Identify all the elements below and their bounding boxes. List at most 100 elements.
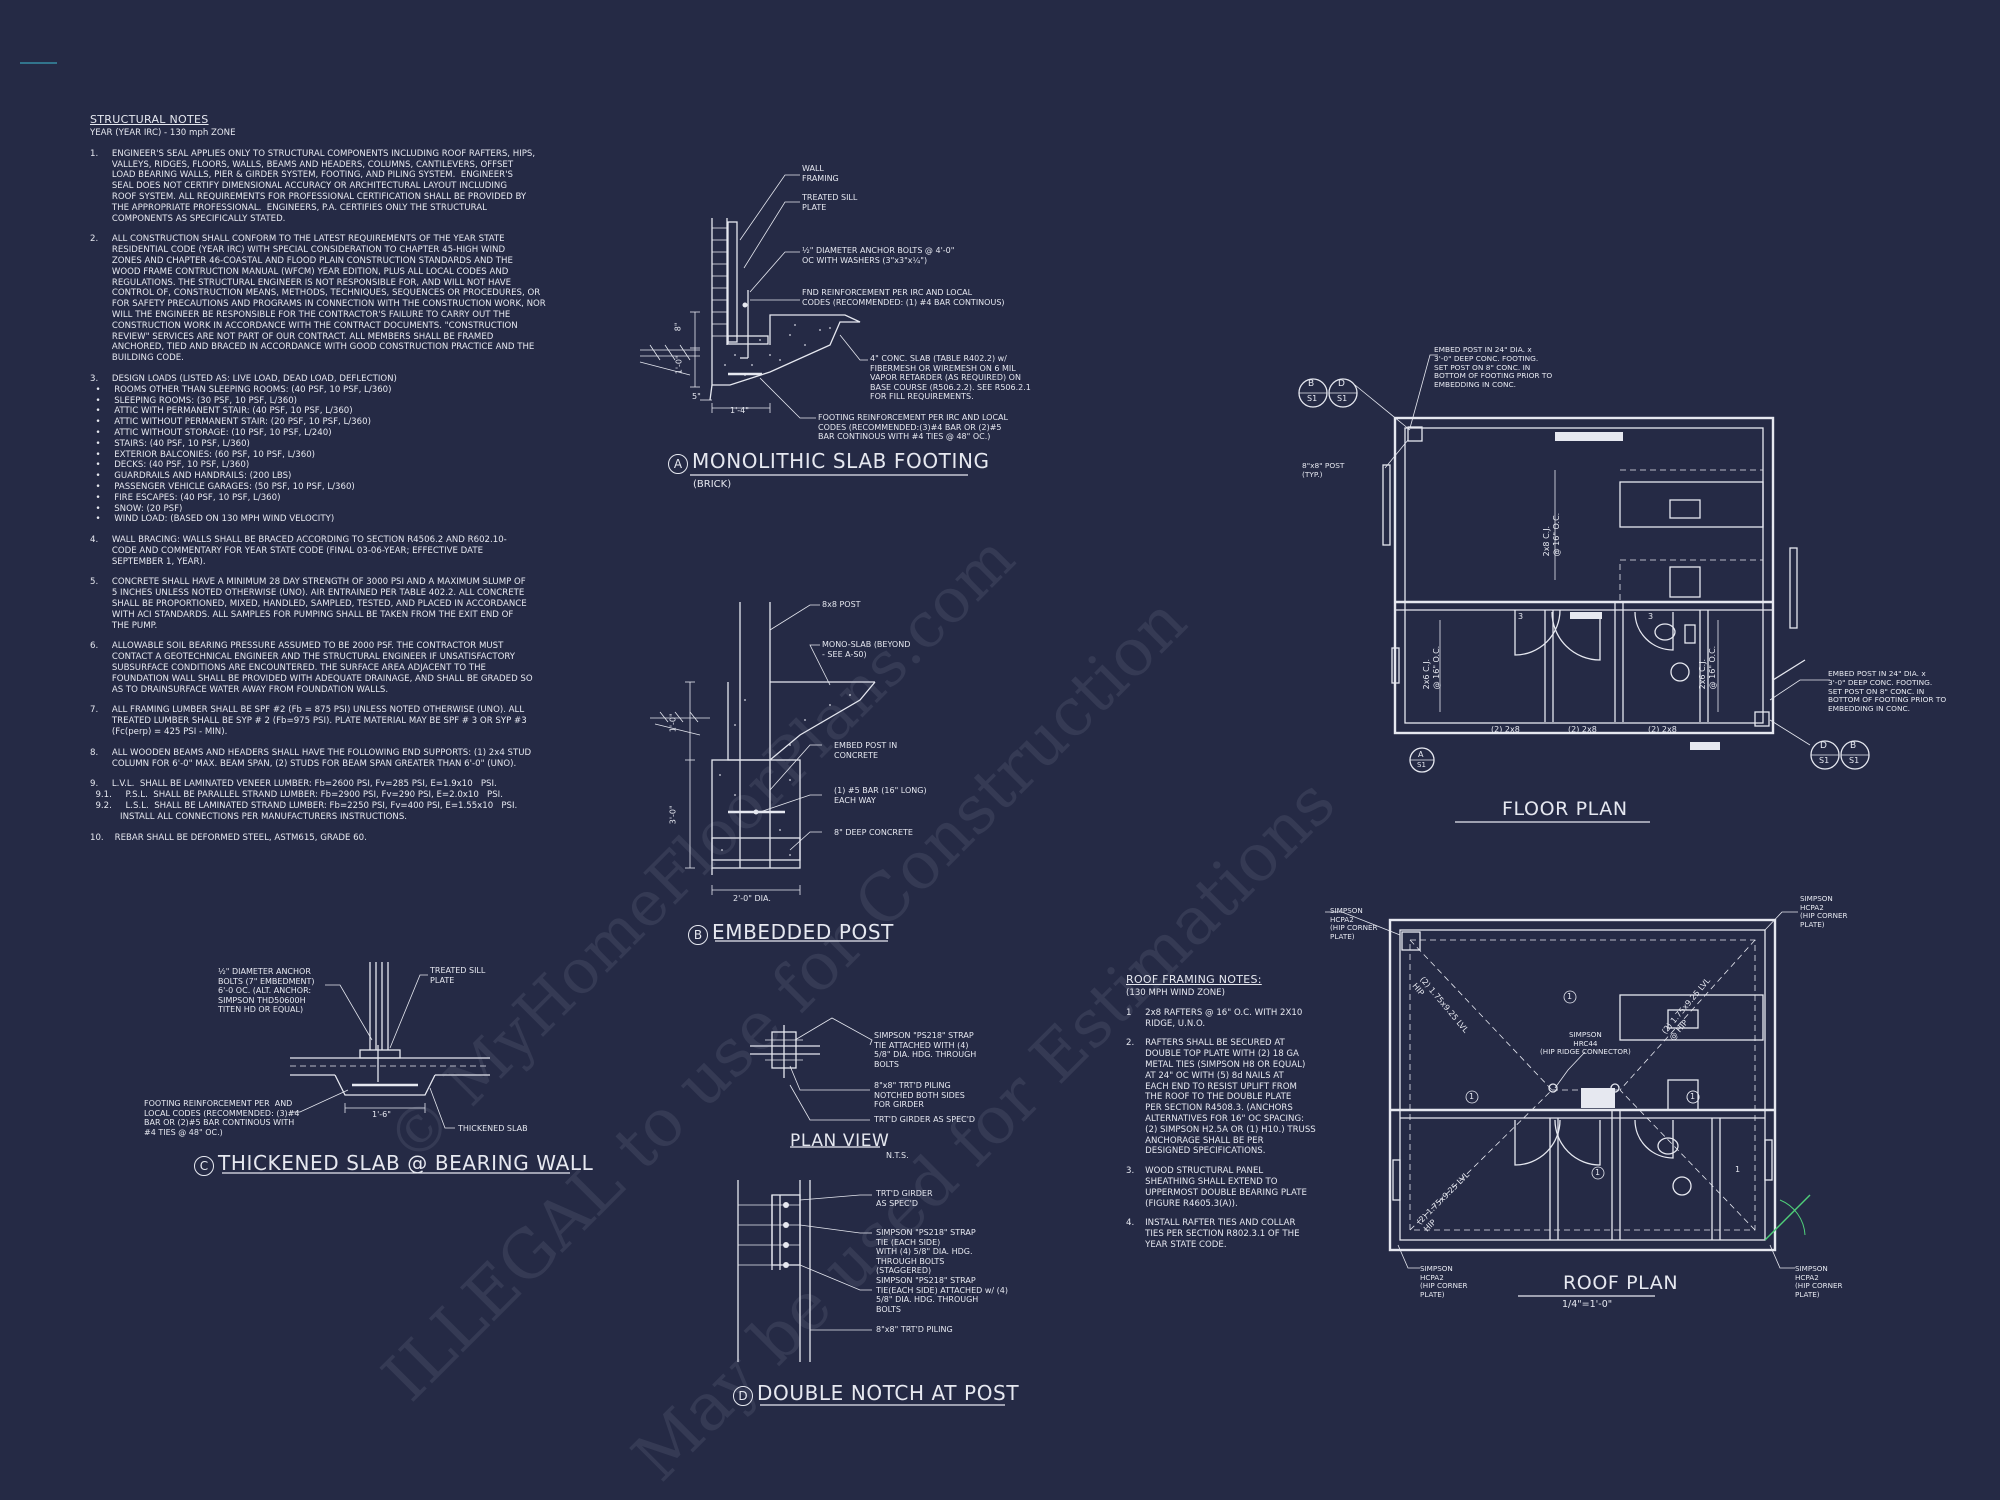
detail-d-label-strap-attached: SIMPSON "PS218" STRAP TIE(EACH SIDE) ATT… xyxy=(876,1276,1008,1314)
detail-b-dim-3ft: 3'-0" xyxy=(668,805,678,825)
roof-plan-corner-note-br: SIMPSON HCPA2 (HIP CORNER PLATE) xyxy=(1795,1264,1843,1299)
detail-d-label-girder: TRT'D GIRDER AS SPEC'D xyxy=(876,1189,933,1208)
roof-framing-note-3: 3. WOOD STRUCTURAL PANEL SHEATHING SHALL… xyxy=(1126,1166,1307,1209)
detail-b-label-mono-slab: MONO-SLAB (BEYOND - SEE A-S0) xyxy=(822,640,911,659)
roof-plan-corner-note-tr: SIMPSON HCPA2 (HIP CORNER PLATE) xyxy=(1800,894,1848,929)
structural-notes-heading: STRUCTURAL NOTES xyxy=(90,113,209,126)
floor-plan-note-post: 8"x8" POST (TYP.) xyxy=(1302,461,1345,479)
plan-view-label-piling: 8"x8" TRT'D PILING NOTCHED BOTH SIDES FO… xyxy=(874,1081,965,1110)
detail-c-label-anchor-bolts: ½" DIAMETER ANCHOR BOLTS (7" EMBEDMENT) … xyxy=(218,967,315,1015)
detail-d-label-strap-staggered: SIMPSON "PS218" STRAP TIE (EACH SIDE) WI… xyxy=(876,1228,976,1276)
floor-plan-header-1: (2) 2x8 xyxy=(1491,725,1520,734)
section-tag-3-top: A xyxy=(1418,750,1424,759)
plan-view-label-strap: SIMPSON "PS218" STRAP TIE ATTACHED WITH … xyxy=(874,1031,977,1069)
detail-a-dim-1ft4: 1'-4" xyxy=(730,406,749,415)
roof-framing-notes-heading: ROOF FRAMING NOTES: xyxy=(1126,973,1262,986)
detail-b-drawing xyxy=(650,602,876,895)
detail-c-drawing xyxy=(290,962,490,1129)
detail-a-dim-1ft: 1'-0" xyxy=(674,355,684,375)
floor-plan-joist-label-1: 2x8 C.J. @ 16" O.C. xyxy=(1542,512,1561,557)
detail-c-label-footing: FOOTING REINFORCEMENT PER AND LOCAL CODE… xyxy=(144,1099,300,1137)
roof-plan-mark-2: 1 xyxy=(1469,1092,1475,1101)
roof-framing-note-1: 1 2x8 RAFTERS @ 16" O.C. WITH 2X10 RIDGE… xyxy=(1126,1007,1303,1029)
section-tag-1-top: B xyxy=(1308,379,1315,389)
section-tag-1-bottom: S1 xyxy=(1307,394,1318,403)
detail-a-label-conc-slab: 4" CONC. SLAB (TABLE R402.2) w/ FIBERMES… xyxy=(870,354,1031,402)
floor-plan-note-embed-right: EMBED POST IN 24" DIA. x 3'-0" DEEP CONC… xyxy=(1828,669,1947,714)
detail-d-label-piling: 8"x8" TRT'D PILING xyxy=(876,1325,953,1334)
structural-notes-subheading: YEAR (YEAR IRC) - 130 mph ZONE xyxy=(90,128,236,138)
roof-plan-ridge-note: SIMPSON HRC44 (HIP RIDGE CONNECTOR) xyxy=(1540,1030,1631,1057)
detail-b-dim-1ft: 1'-0" xyxy=(668,713,678,733)
detail-a-dim-5in: 5" xyxy=(692,392,701,401)
detail-c-dim: 1'-6" xyxy=(372,1110,391,1119)
structural-note-2: 2. ALL CONSTRUCTION SHALL CONFORM TO THE… xyxy=(90,234,546,364)
floor-plan-header-3: (2) 2x8 xyxy=(1648,725,1677,734)
structural-note-8: 8. ALL WOODEN BEAMS AND HEADERS SHALL HA… xyxy=(90,747,532,769)
roof-framing-notes-subheading: (130 MPH WIND ZONE) xyxy=(1126,988,1225,998)
floor-plan-title: FLOOR PLAN xyxy=(1502,798,1628,820)
detail-b-marker: B xyxy=(688,924,708,945)
section-tag-4-top: D xyxy=(1820,741,1827,751)
structural-note-6: 6. ALLOWABLE SOIL BEARING PRESSURE ASSUM… xyxy=(90,641,533,695)
detail-c-label-sill-plate: TREATED SILL PLATE xyxy=(430,966,486,985)
plan-view-scale: N.T.S. xyxy=(886,1151,909,1160)
detail-a-title-text: MONOLITHIC SLAB FOOTING xyxy=(692,449,990,473)
plan-view-title: PLAN VIEW xyxy=(790,1131,890,1151)
detail-a-dim-8in: 8" xyxy=(673,322,683,332)
detail-b-title-text: EMBEDDED POST xyxy=(712,920,894,944)
section-tag-5-top: B xyxy=(1850,741,1857,751)
floor-plan-mark-2: 3 xyxy=(1595,612,1601,621)
roof-plan-corner-note-tl: SIMPSON HCPA2 (HIP CORNER PLATE) xyxy=(1330,906,1378,941)
roof-plan-scale: 1/4"=1'-0" xyxy=(1562,1299,1613,1310)
detail-a-marker: A xyxy=(668,453,688,474)
structural-notes: STRUCTURAL NOTES YEAR (YEAR IRC) - 130 m… xyxy=(90,113,546,843)
structural-note-1: 1. ENGINEER'S SEAL APPLIES ONLY TO STRUC… xyxy=(90,148,536,224)
roof-plan-mark-1: 1 xyxy=(1567,992,1573,1001)
floor-plan-mark-1: 3 xyxy=(1518,612,1524,621)
roof-plan-mark-3: 1 xyxy=(1690,1092,1696,1101)
detail-d-drawing xyxy=(737,1180,872,1362)
section-tag-2-bottom: S1 xyxy=(1337,394,1348,403)
detail-d-title-text: DOUBLE NOTCH AT POST xyxy=(757,1381,1020,1405)
section-tag-5-bottom: S1 xyxy=(1849,756,1860,765)
structural-note-9: 9. L.V.L. SHALL BE LAMINATED VENEER LUMB… xyxy=(90,779,518,822)
structural-note-5: 5. CONCRETE SHALL HAVE A MINIMUM 28 DAY … xyxy=(90,577,527,631)
floor-plan-section-tags xyxy=(1298,354,1870,773)
detail-b-label-bar: (1) #5 BAR (16" LONG) EACH WAY xyxy=(834,786,927,805)
section-tag-3-bottom: S1 xyxy=(1417,761,1426,769)
floor-plan-mark-3: 3 xyxy=(1648,612,1654,621)
detail-c-label-thickened-slab: THICKENED SLAB xyxy=(458,1124,528,1133)
detail-b-label-post: 8x8 POST xyxy=(822,600,861,609)
floor-plan-note-embed-top: EMBED POST IN 24" DIA. x 3'-0" DEEP CONC… xyxy=(1434,345,1553,390)
roof-plan-title: ROOF PLAN xyxy=(1563,1272,1679,1294)
floor-plan-joist-label-3: 2x6 C.J. @ 16" O.C. xyxy=(1698,645,1717,690)
roof-framing-note-2: 2. RAFTERS SHALL BE SECURED AT DOUBLE TO… xyxy=(1126,1038,1316,1157)
detail-c-title-text: THICKENED SLAB @ BEARING WALL xyxy=(218,1151,594,1175)
detail-a-subtitle: (BRICK) xyxy=(693,479,732,490)
section-tag-2-top: D xyxy=(1338,379,1345,389)
detail-a-label-sill-plate: TREATED SILL PLATE xyxy=(802,193,858,212)
roof-framing-note-4: 4. INSTALL RAFTER TIES AND COLLAR TIES P… xyxy=(1126,1218,1300,1250)
detail-a-label-footing-reinforcement: FOOTING REINFORCEMENT PER IRC AND LOCAL … xyxy=(818,413,1008,442)
detail-b-dim-dia: 2'-0" DIA. xyxy=(733,894,771,903)
roof-framing-notes: ROOF FRAMING NOTES: (130 MPH WIND ZONE) … xyxy=(1126,973,1316,1251)
detail-a-label-fnd-reinforcement: FND REINFORCEMENT PER IRC AND LOCAL CODE… xyxy=(802,288,1005,307)
structural-note-4: 4. WALL BRACING: WALLS SHALL BE BRACED A… xyxy=(90,535,507,567)
floor-plan-joist-label-2: 2x6 C.J. @ 16" O.C. xyxy=(1422,645,1441,690)
plan-view-label-girder: TRT'D GIRDER AS SPEC'D xyxy=(874,1115,976,1124)
detail-b-label-deep-concrete: 8" DEEP CONCRETE xyxy=(834,828,913,837)
roof-plan-corner-note-bl: SIMPSON HCPA2 (HIP CORNER PLATE) xyxy=(1420,1264,1468,1299)
floor-plan-header-2: (2) 2x8 xyxy=(1568,725,1597,734)
structural-note-3: 3. DESIGN LOADS (LISTED AS: LIVE LOAD, D… xyxy=(90,373,397,525)
detail-d-marker: D xyxy=(733,1385,753,1406)
structural-note-7: 7. ALL FRAMING LUMBER SHALL BE SPF #2 (F… xyxy=(90,705,527,738)
detail-a-label-wall-framing: WALL FRAMING xyxy=(802,164,839,183)
detail-b-label-embed-post: EMBED POST IN CONCRETE xyxy=(834,741,898,760)
roof-plan-drawing xyxy=(1325,911,1811,1297)
detail-a-label-anchor-bolts: ½" DIAMETER ANCHOR BOLTS @ 4'-0" OC WITH… xyxy=(802,246,955,265)
